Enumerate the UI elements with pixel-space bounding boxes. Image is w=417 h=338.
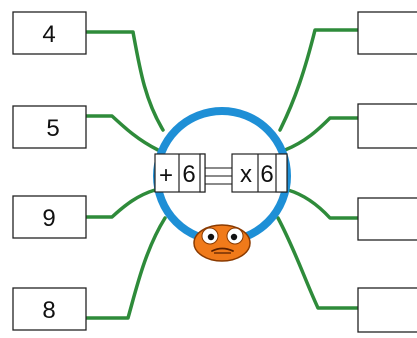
leg-right-2 <box>283 116 360 152</box>
input-box-3[interactable]: 9 <box>12 195 87 239</box>
input-value-3: 9 <box>42 205 55 232</box>
orange-spider-face-icon <box>193 224 251 262</box>
operation-one-symbol: + <box>159 162 173 189</box>
operation-two-symbol: x <box>240 161 252 188</box>
leg-left-1 <box>84 30 165 132</box>
input-box-4[interactable]: 8 <box>12 287 87 331</box>
operation-one-value: 6 <box>182 161 195 188</box>
input-value-2: 5 <box>46 115 59 142</box>
input-boxes: 4 5 9 8 <box>12 11 87 331</box>
leg-right-4 <box>276 216 360 310</box>
operation-connector <box>204 167 232 185</box>
operation-two-value: 6 <box>260 161 273 188</box>
leg-right-3 <box>286 188 360 220</box>
leg-left-3 <box>84 188 157 219</box>
operation-box-one: + 6 <box>154 153 206 193</box>
leg-right-1 <box>278 28 360 132</box>
right-legs <box>276 28 360 310</box>
leg-left-4 <box>84 216 167 320</box>
output-box-4[interactable] <box>357 287 417 333</box>
operation-box-two: x 6 <box>231 153 288 193</box>
input-value-4: 8 <box>42 297 55 324</box>
output-box-3[interactable] <box>357 197 417 241</box>
output-box-1[interactable] <box>357 11 417 55</box>
output-box-2[interactable] <box>357 103 417 149</box>
input-box-1[interactable]: 4 <box>12 11 87 55</box>
leg-left-2 <box>84 114 160 152</box>
input-value-1: 4 <box>42 21 55 48</box>
left-legs <box>84 30 167 320</box>
output-boxes <box>357 11 417 333</box>
input-box-2[interactable]: 5 <box>12 105 87 149</box>
